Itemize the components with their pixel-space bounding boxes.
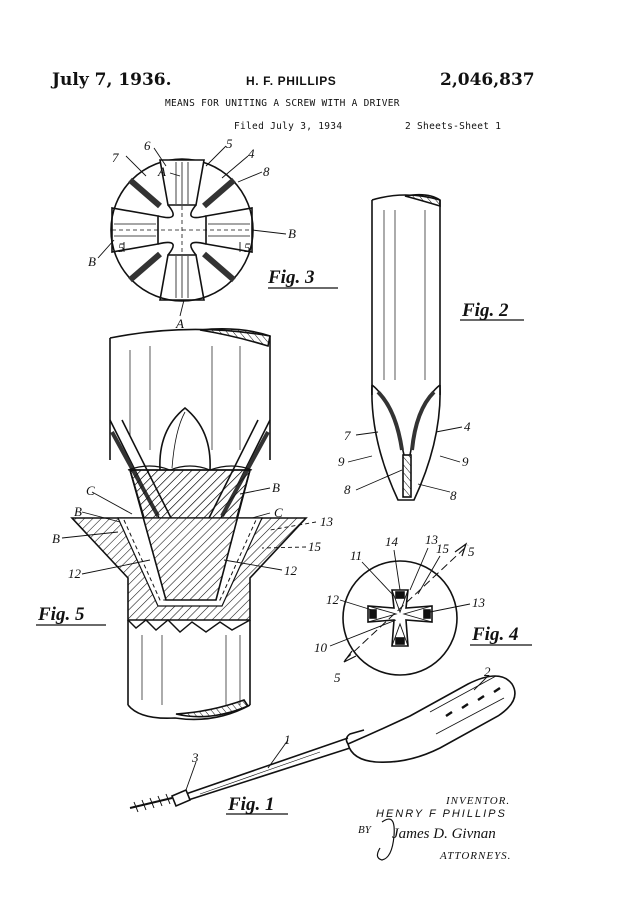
fig3-label-8: 8 (263, 164, 270, 179)
attorney-signature: James D. Givnan (392, 826, 496, 842)
fig4-label-11: 11 (350, 548, 362, 563)
fig3-label-5-right: 5 (244, 240, 251, 255)
fig4-label-12: 12 (326, 592, 340, 607)
fig3-label-7: 7 (112, 150, 119, 165)
inventor-caption: INVENTOR. (446, 795, 511, 807)
fig2-label-4: 4 (464, 419, 471, 434)
patent-date: July 7, 1936. (52, 70, 172, 90)
fig3-label-a-bottom: A (175, 316, 184, 331)
fig2-caption: Fig. 2 (461, 300, 509, 321)
fig2-label-8-right: 8 (450, 488, 457, 503)
fig4-label-5-top: 5 (468, 544, 475, 559)
fig4-label-10: 10 (314, 640, 328, 655)
fig3-label-b-left: B (88, 254, 96, 269)
by-label: BY (358, 824, 371, 836)
fig3-label-5: 5 (226, 136, 233, 151)
fig5-label-b-left-lower: B (52, 531, 60, 546)
fig2-label-9-right: 9 (462, 454, 469, 469)
fig4-label-13-top: 13 (425, 532, 439, 547)
fig3-label-4: 4 (248, 146, 255, 161)
fig5-caption: Fig. 5 (37, 604, 85, 625)
fig3-label-6: 6 (144, 138, 151, 153)
fig5-label-c-right: C (274, 505, 283, 520)
fig5-label-c-left: C (86, 483, 95, 498)
inventor-header: H. F. PHILLIPS (246, 74, 337, 88)
fig3-end-view (97, 145, 287, 317)
patent-title: MEANS FOR UNITING A SCREW WITH A DRIVER (165, 98, 400, 109)
attorneys-caption: ATTORNEYS. (440, 850, 512, 862)
fig4-screw-head (329, 542, 471, 676)
fig5-label-12-right: 12 (284, 563, 298, 578)
fig4-label-15: 15 (436, 541, 450, 556)
fig1-screwdriver (129, 675, 516, 813)
fig3-label-a-top: A (157, 164, 166, 179)
fig2-label-8-left: 8 (344, 482, 351, 497)
fig5-label-15: 15 (308, 539, 322, 554)
inventor-full-name: HENRY F PHILLIPS (376, 808, 507, 820)
fig1-label-1: 1 (284, 732, 291, 747)
fig3-label-5-left: 5 (118, 240, 125, 255)
fig5-section-view (61, 328, 317, 721)
fig1-caption: Fig. 1 (227, 794, 274, 815)
fig3-label-b-right: B (288, 226, 296, 241)
fig1-label-2: 2 (484, 664, 491, 679)
fig4-label-5-bottom: 5 (334, 670, 341, 685)
filed-date: Filed July 3, 1934 (234, 121, 343, 132)
sheet-number: 2 Sheets-Sheet 1 (405, 121, 502, 132)
fig1-label-3: 3 (191, 750, 199, 765)
fig2-driver-bit (347, 193, 463, 501)
fig2-label-7: 7 (344, 428, 351, 443)
fig2-label-9-left: 9 (338, 454, 345, 469)
fig5-label-b-left-upper: B (74, 504, 82, 519)
fig4-caption: Fig. 4 (471, 624, 518, 645)
patent-number: 2,046,837 (440, 70, 535, 90)
fig3-caption: Fig. 3 (267, 267, 314, 288)
fig4-label-13-right: 13 (472, 595, 486, 610)
fig5-label-b-right: B (272, 480, 280, 495)
fig5-label-13: 13 (320, 514, 334, 529)
fig5-label-12-left: 12 (68, 566, 82, 581)
attorney-signature-flourish (376, 818, 395, 861)
fig4-label-14: 14 (385, 534, 399, 549)
